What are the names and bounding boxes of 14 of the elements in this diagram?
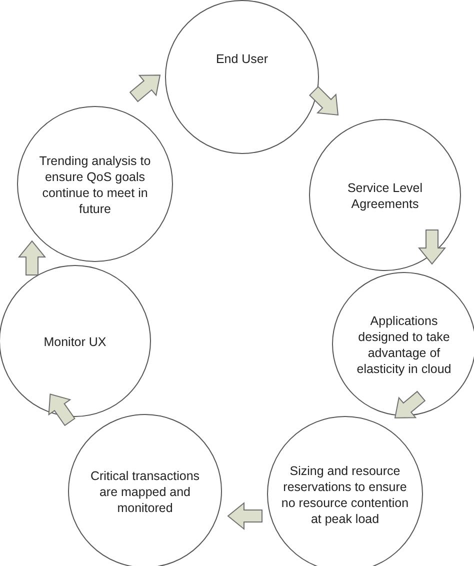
- block-arrow: [48, 393, 76, 426]
- node-text: Applications designed to take advantage of elasticity in cloud: [356, 313, 452, 377]
- block-arrow: [227, 502, 262, 530]
- node-text: Sizing and resource reservations to ensure no resource contention at peak load: [280, 463, 410, 527]
- node-text: Trending analysis to ensure QoS goals continue to meet in future: [38, 153, 152, 217]
- block-arrow: [129, 74, 161, 102]
- node-text: Monitor UX: [42, 334, 108, 350]
- node-text: Critical transactions are mapped and monitored: [89, 468, 201, 516]
- node-text: End User: [214, 51, 270, 67]
- block-arrow: [309, 86, 339, 116]
- block-arrow: [18, 240, 46, 276]
- block-arrow: [418, 230, 446, 265]
- node-text: Service Level Agreements: [346, 180, 424, 212]
- block-arrow: [394, 390, 426, 418]
